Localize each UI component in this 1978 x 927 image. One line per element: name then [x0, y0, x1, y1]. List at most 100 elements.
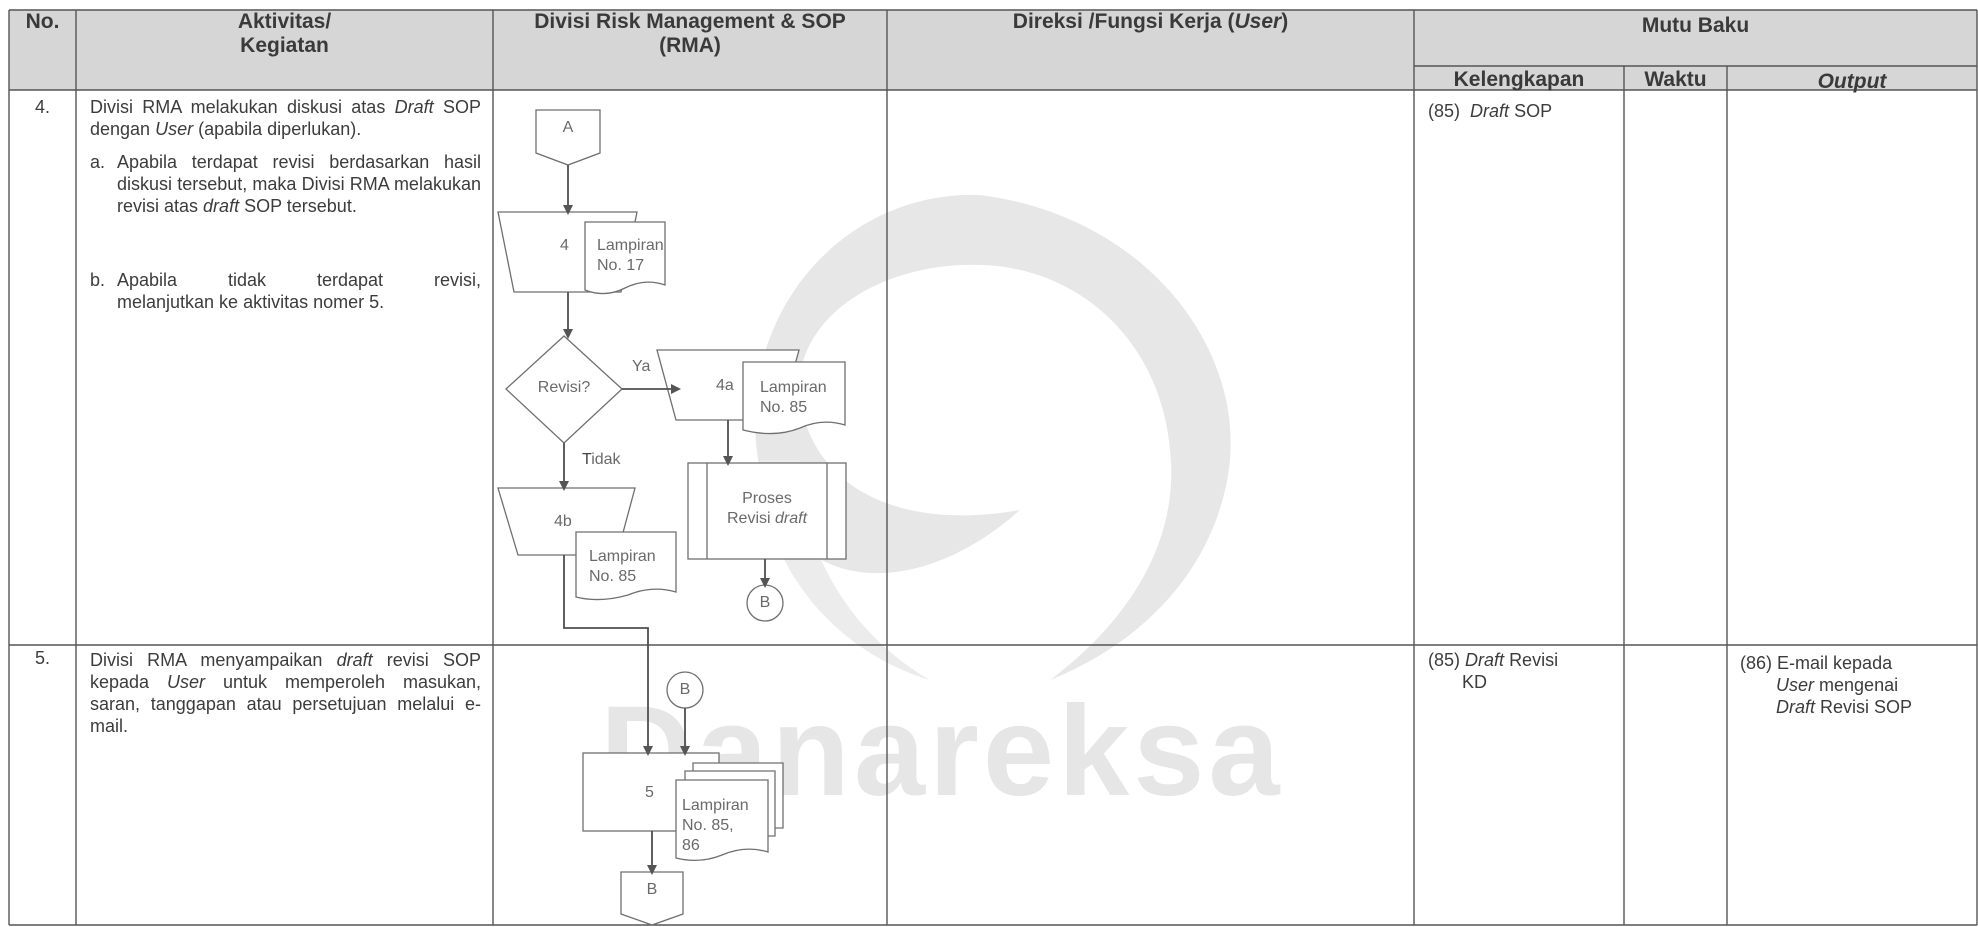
lampiran8586-label: Lampiran No. 85, 86 — [682, 796, 749, 856]
row5-main-draft: draft — [336, 650, 373, 670]
row4-a-draft: draft — [203, 196, 240, 216]
row5-activity-main: Divisi RMA menyampaikan draft revisi SOP… — [90, 649, 481, 737]
proses-revisi-label: Proses Revisi draft — [707, 489, 827, 529]
row5-output-line2: User mengenai — [1740, 674, 1972, 696]
header-direksi-user: User — [1234, 10, 1282, 33]
row4-main-draft: Draft — [394, 97, 434, 117]
row4-a-text-1: Apabila terdapat revisi berdasarkan hasi… — [117, 152, 481, 216]
row4-item-b-label: b. — [90, 270, 106, 290]
row5-main-3: untuk memperoleh masukan, saran, tanggap… — [90, 672, 481, 736]
row5-kelengkapan: (85) Draft Revisi KD — [1428, 649, 1618, 693]
lampiran17-line1: Lampiran — [597, 237, 664, 254]
proses-revisi-shape — [687, 462, 847, 560]
row4-item-b-text-2: melanjutkan ke aktivitas nomer 5. — [117, 292, 385, 312]
row4-item-a-text: Apabila terdapat revisi berdasarkan hasi… — [117, 151, 481, 217]
header-background-mutu — [1414, 10, 1977, 66]
lampiran85a-label: Lampiran No. 85 — [760, 378, 827, 418]
no-label: Tidak — [582, 450, 621, 470]
decision-label: Revisi? — [537, 379, 591, 396]
lampiran8586-line3: 86 — [682, 837, 700, 854]
row5-kelengkapan-line2: KD — [1462, 672, 1488, 692]
header-kelengkapan: Kelengkapan — [1453, 68, 1585, 91]
connector-b3-shape — [620, 871, 684, 926]
no-label-rest: idak — [591, 451, 621, 468]
lampiran85b-label: Lampiran No. 85 — [589, 547, 656, 587]
connector-a-shape — [535, 109, 601, 166]
lampiran85a-line2: No. 85 — [760, 399, 808, 416]
step4b-label: 4b — [554, 513, 572, 530]
header-rma: Divisi Risk Management & SOP (RMA) — [493, 10, 887, 58]
header-direksi-pre: Direksi /Fungsi Kerja ( — [1012, 10, 1235, 33]
header-waktu: Waktu — [1644, 68, 1707, 91]
header-aktivitas-line1: Aktivitas/ — [237, 10, 332, 33]
proses-revisi-line2a: Revisi — [726, 510, 771, 527]
header-no: No. — [25, 10, 60, 33]
row5-kelengkapan-num: (85) — [1428, 650, 1461, 670]
lampiran17-label: Lampiran No. 17 — [597, 236, 664, 276]
header-rma-line2: (RMA) — [659, 34, 721, 57]
proses-revisi-line2b: draft — [775, 510, 808, 527]
lampiran8586-line1: Lampiran — [682, 797, 749, 814]
row4-main-3: (apabila diperlukan). — [198, 119, 362, 139]
row5-output-3: Revisi SOP — [1820, 697, 1913, 717]
header-rma-line1: Divisi Risk Management & SOP — [534, 10, 846, 33]
lampiran17-line2: No. 17 — [597, 257, 645, 274]
row4-kelengkapan: (85) Draft SOP — [1428, 100, 1618, 122]
row5-output-line3: Draft Revisi SOP — [1740, 696, 1972, 718]
row5-output-draft: Draft — [1776, 697, 1816, 717]
proses-revisi-line2: Revisi draft — [707, 509, 827, 529]
row4-main-2: SOP dengan — [90, 97, 481, 139]
yes-label: Ya — [632, 358, 651, 375]
row5-output-1: E-mail kepada — [1777, 653, 1893, 673]
header-mutu-baku: Mutu Baku — [1641, 14, 1750, 37]
row5-kelengkapan-draft: Draft — [1465, 650, 1505, 670]
row4-main-user: User — [155, 119, 194, 139]
row5-output: (86) E-mail kepada User mengenai Draft R… — [1740, 652, 1972, 718]
row4-kelengkapan-rest: SOP — [1514, 101, 1553, 121]
lampiran85b-doc-shape — [575, 531, 677, 601]
row5-main-1: Divisi RMA menyampaikan — [90, 650, 323, 670]
lampiran85b-line2: No. 85 — [589, 568, 637, 585]
row5-output-num: (86) — [1740, 653, 1773, 673]
row5-output-2: mengenai — [1819, 675, 1899, 695]
lampiran85b-line1: Lampiran — [589, 548, 656, 565]
header-aktivitas-line2: Kegiatan — [240, 34, 329, 57]
header-aktivitas: Aktivitas/ Kegiatan — [76, 10, 493, 58]
header-direksi: Direksi /Fungsi Kerja (User) — [887, 10, 1414, 34]
step4a-label: 4a — [716, 377, 734, 394]
proses-revisi-line1: Proses — [742, 490, 792, 507]
step4-label: 4 — [560, 237, 569, 254]
row5-main-user: User — [167, 672, 206, 692]
row4-main-1: Divisi RMA melakukan diskusi atas — [90, 97, 386, 117]
row5-output-user: User — [1776, 675, 1815, 695]
row5-main-2: revisi SOP kepada — [90, 650, 481, 692]
lampiran8586-line2: No. 85, — [682, 817, 734, 834]
header-output: Output — [1817, 70, 1887, 93]
connector-b1-label: B — [759, 594, 771, 611]
connector-b3-label: B — [646, 881, 658, 898]
row4-item-a-label: a. — [90, 152, 106, 172]
lampiran8586-multidoc-shape — [675, 779, 769, 862]
row5-kelengkapan-rest: Revisi — [1509, 650, 1559, 670]
step5-label: 5 — [645, 784, 654, 801]
row5-output-line1: (86) E-mail kepada — [1740, 652, 1972, 674]
no-label-pre: T — [582, 451, 592, 468]
connector-a-label: A — [562, 119, 574, 136]
row5-kelengkapan-line1: (85) Draft Revisi — [1428, 649, 1618, 671]
lampiran85a-doc-shape — [742, 361, 846, 435]
row4-number: 4. — [34, 97, 50, 117]
header-direksi-post: ) — [1281, 10, 1289, 33]
watermark-swirl-shape — [755, 194, 1231, 680]
row5-number: 5. — [34, 648, 50, 668]
row4-kelengkapan-num: (85) — [1428, 101, 1461, 121]
row4-activity-main: Divisi RMA melakukan diskusi atas Draft … — [90, 96, 481, 140]
connector-b2-label: B — [679, 681, 691, 698]
row4-a-text-2: SOP tersebut. — [244, 196, 357, 216]
row4-kelengkapan-draft: Draft — [1470, 101, 1510, 121]
lampiran85a-line1: Lampiran — [760, 379, 827, 396]
lampiran17-doc-shape — [584, 221, 666, 295]
row4-item-b-text-1: Apabila tidak terdapat revisi, — [117, 270, 481, 290]
